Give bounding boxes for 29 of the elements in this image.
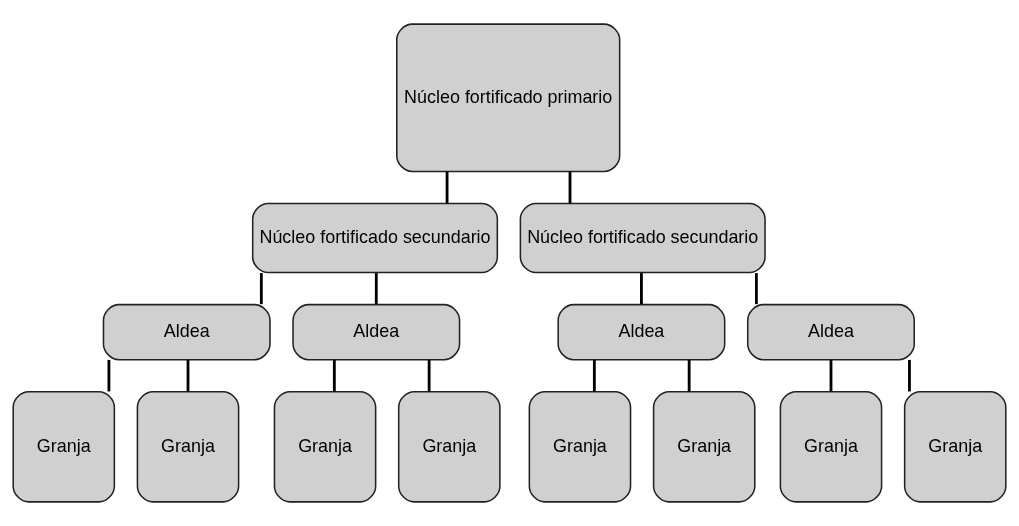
- connector: [908, 359, 911, 392]
- node-box: Aldea: [102, 303, 271, 361]
- node-box: Aldea: [557, 303, 726, 361]
- connector: [427, 359, 431, 392]
- node-box: Núcleo fortificado secundario: [251, 202, 499, 274]
- node-box: Granja: [397, 390, 501, 503]
- connector: [445, 171, 449, 204]
- node-box: Núcleo fortificado primario: [396, 23, 621, 173]
- connector: [640, 273, 643, 305]
- connector: [754, 273, 758, 305]
- connector: [107, 359, 111, 392]
- connector: [332, 359, 336, 392]
- node-box: Aldea: [292, 303, 461, 361]
- node-box: Aldea: [746, 303, 915, 361]
- node-box: Granja: [779, 390, 883, 503]
- connector: [186, 359, 190, 392]
- node-box: Granja: [273, 390, 377, 503]
- node-box: Núcleo fortificado secundario: [519, 202, 766, 274]
- connector: [259, 273, 263, 305]
- node-box: Granja: [528, 390, 632, 503]
- node-box: Granja: [136, 390, 240, 503]
- node-box: Granja: [652, 390, 756, 503]
- connector: [687, 359, 691, 392]
- connector: [829, 359, 833, 392]
- node-box: Granja: [903, 390, 1007, 503]
- connector: [374, 273, 378, 305]
- node-box: Granja: [12, 390, 116, 503]
- connector: [592, 359, 596, 392]
- connector: [568, 171, 572, 204]
